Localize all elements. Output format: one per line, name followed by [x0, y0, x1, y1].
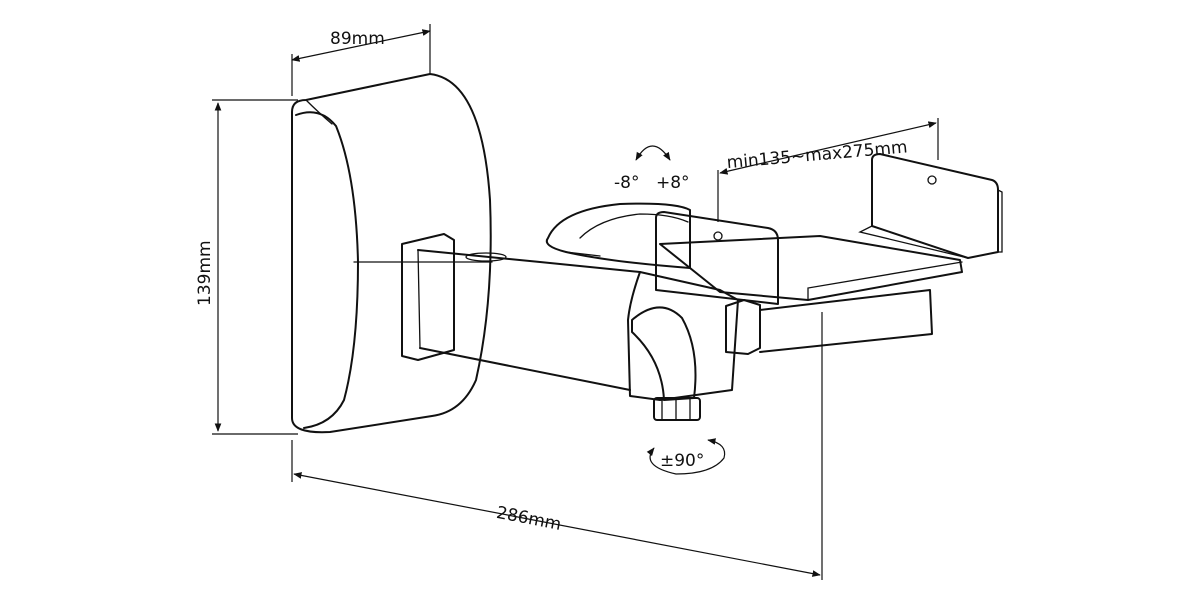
- tilt-arrow-icon: [635, 145, 671, 161]
- swivel-indicator: ±90°: [646, 438, 726, 475]
- dimension-depth-label: 89mm: [330, 29, 385, 49]
- wall-plate: [291, 73, 493, 434]
- dimension-height: 139mm: [195, 99, 298, 435]
- tilt-plus-label: +8°: [656, 173, 690, 193]
- swivel-label: ±90°: [660, 451, 704, 471]
- dimension-reach-line: [293, 472, 821, 577]
- dimension-clamp-label: min135~max275mm: [726, 137, 908, 173]
- arm-collar: [401, 233, 455, 361]
- dimension-depth: 89mm: [291, 24, 431, 96]
- tilt-minus-label: -8°: [614, 173, 639, 193]
- dimension-clamp: min135~max275mm: [717, 118, 939, 222]
- pivot-shadow: [631, 306, 697, 401]
- dimension-depth-line: [291, 29, 431, 62]
- pivot-body: [627, 271, 739, 401]
- far-plate-screw: [927, 175, 937, 185]
- arm-crease: [417, 249, 421, 349]
- far-plate-lip: [997, 189, 1003, 253]
- arm: [401, 233, 641, 391]
- dimension-clamp-line: [719, 121, 937, 175]
- wall-plate-front-face: [295, 111, 359, 429]
- arm-bottom: [419, 347, 631, 391]
- dimension-reach: 286mm: [291, 312, 823, 580]
- swivel-nut: [653, 397, 701, 421]
- near-plate-screw: [713, 231, 723, 241]
- arm-top: [417, 249, 641, 273]
- arm-slot: [465, 252, 507, 262]
- wall-plate-outline: [291, 73, 492, 434]
- clamp-slide: [725, 299, 761, 355]
- far-clamp-plate: [871, 153, 999, 259]
- base-shelf: [659, 235, 963, 301]
- near-clamp-plate: [655, 211, 779, 305]
- dimension-reach-label: 286mm: [495, 503, 563, 535]
- wall-plate-top-edge: [305, 99, 333, 125]
- clamp-bracket: [655, 153, 1003, 355]
- dimension-height-label: 139mm: [195, 240, 215, 306]
- pivot-housing: [627, 271, 739, 421]
- tilt-indicator: -8° +8°: [614, 145, 690, 193]
- tilt-ring-inner: [579, 213, 689, 239]
- swivel-arrow-icon: [646, 438, 726, 475]
